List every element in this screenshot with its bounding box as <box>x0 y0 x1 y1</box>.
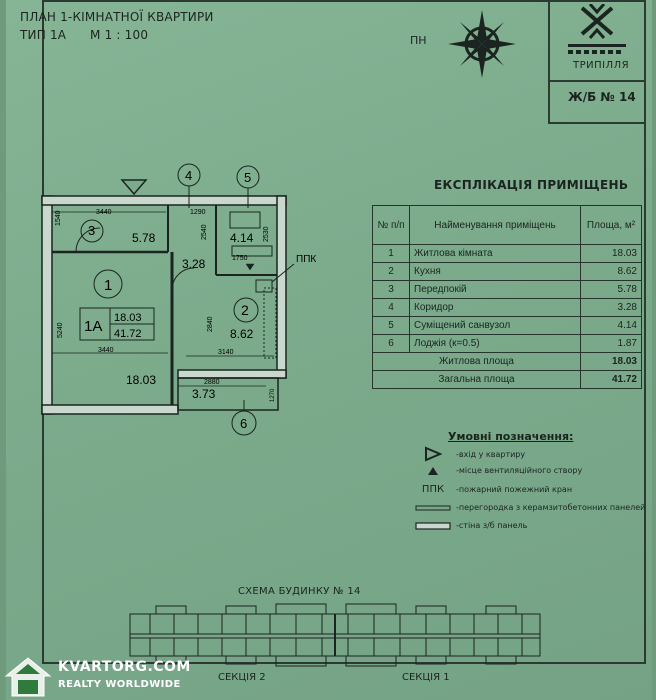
room-2-number: 2 <box>241 302 249 318</box>
thick-wall-icon <box>415 521 451 530</box>
room-6-number: 6 <box>240 416 247 431</box>
dim-3440-top: 3440 <box>96 209 112 216</box>
plan-title: ПЛАН 1-КІМНАТНОЇ КВАРТИРИ <box>20 10 214 24</box>
ventilation-filled-triangle-icon <box>428 466 438 475</box>
room-2-area: 8.62 <box>230 327 254 341</box>
entrance-triangle-icon <box>120 179 148 196</box>
header-num: № п/п <box>372 205 410 245</box>
section-2-label: СЕКЦІЯ 2 <box>218 672 266 683</box>
dim-2530: 2530 <box>263 226 270 242</box>
scheme-title: СХЕМА БУДИНКУ № 14 <box>238 586 361 597</box>
dim-5240: 5240 <box>57 322 64 338</box>
header-area: Площа, м² <box>580 205 642 245</box>
room-1-area: 18.03 <box>126 373 156 387</box>
wall-loggia <box>177 369 287 379</box>
legend-entrance: -вхід у квартиру <box>410 446 525 462</box>
loggia-outline <box>177 377 279 411</box>
dim-3140: 3140 <box>218 349 234 356</box>
apartment-living-area: 18.03 <box>114 312 142 324</box>
drawing-sheet: ПЛАН 1-КІМНАТНОЇ КВАРТИРИ ТИП 1А М 1 : 1… <box>6 0 652 700</box>
room-5-area: 4.14 <box>230 231 254 245</box>
room-4-number: 4 <box>185 168 192 183</box>
legend-thin-wall: -перегородка з керамзитобетонних панелей <box>410 503 645 512</box>
watermark-tagline: REALTY WORLDWIDE <box>58 679 181 690</box>
thin-wall-icon <box>415 505 451 510</box>
apartment-total-area: 41.72 <box>114 328 142 340</box>
compass-rose-icon <box>448 10 516 78</box>
compass-label: ПН <box>410 34 427 47</box>
wall-right <box>276 195 287 379</box>
ppk-symbol: ППК <box>421 484 445 495</box>
ventilation-triangle-icon <box>245 263 255 271</box>
building-scheme <box>129 603 541 667</box>
room-3-number: 3 <box>88 223 95 238</box>
header-name: Найменування приміщень <box>409 205 581 245</box>
dim-1290: 1290 <box>190 209 206 216</box>
dim-1750: 1750 <box>232 255 248 262</box>
logo-name: ТРИПІЛЛЯ <box>573 60 630 71</box>
legend-ppk: ППК -пожарний пожежний кран <box>410 484 572 495</box>
logo-frame <box>548 0 646 124</box>
trypillia-logo-icon <box>568 4 626 54</box>
wall-outer-left <box>41 195 53 415</box>
building-label: Ж/Б № 14 <box>568 90 636 104</box>
dim-2840: 2840 <box>207 316 214 332</box>
dim-1540: 1540 <box>55 210 62 226</box>
dim-1270: 1270 <box>270 388 276 402</box>
legend-title: Умовні позначення: <box>448 430 574 443</box>
dim-3440-bottom: 3440 <box>98 347 114 354</box>
apartment-code: 1А <box>84 318 102 335</box>
room-3-area: 5.78 <box>132 231 156 245</box>
plan-scale: М 1 : 100 <box>90 28 149 42</box>
legend-thick-wall: -стіна з/б панель <box>410 521 527 530</box>
dim-2540: 2540 <box>201 224 208 240</box>
entrance-outline-triangle-icon <box>425 446 442 462</box>
watermark-brand: KVARTORG.COM <box>58 659 191 675</box>
floor-plan: 3 1 4 5 2 6 5.78 3.28 4.14 8.62 18.03 3.… <box>41 163 316 436</box>
room-1-number: 1 <box>104 277 112 294</box>
house-logo-icon <box>4 657 52 697</box>
wall-top <box>41 195 287 206</box>
explication-title: ЕКСПЛІКАЦІЯ ПРИМІЩЕНЬ <box>434 178 629 192</box>
plan-type: ТИП 1А <box>20 28 67 42</box>
legend-ventilation: -місце вентиляційного створу <box>410 466 582 475</box>
logo-divider <box>548 80 644 82</box>
dim-2880: 2880 <box>204 379 220 386</box>
wall-bottom <box>41 404 179 415</box>
room-5-number: 5 <box>244 170 251 185</box>
ppk-box <box>255 279 273 293</box>
room-4-area: 3.28 <box>182 257 206 271</box>
section-1-label: СЕКЦІЯ 1 <box>402 672 450 683</box>
explication-table: № п/п Найменування приміщень Площа, м² 1… <box>372 205 642 389</box>
room-6-area: 3.73 <box>192 387 216 401</box>
ppk-label: ППК <box>296 254 316 265</box>
